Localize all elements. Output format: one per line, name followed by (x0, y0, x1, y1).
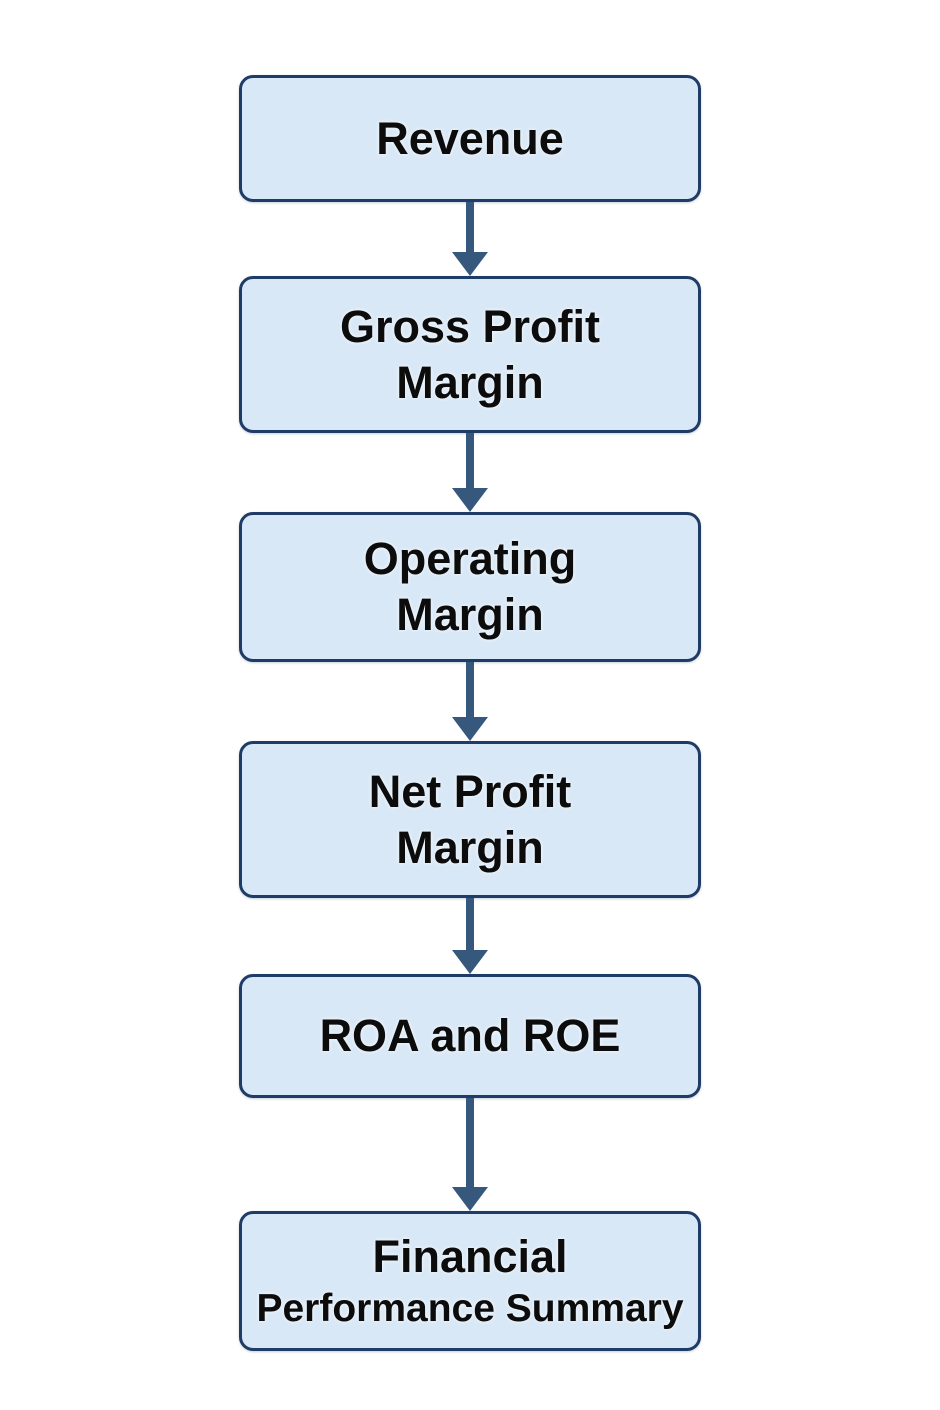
arrow-down-icon (452, 488, 488, 512)
arrow-stem (466, 202, 474, 254)
flow-arrow-5 (450, 1098, 490, 1211)
flow-node-revenue: Revenue (239, 75, 701, 202)
flow-node-operating-margin: Operating Margin (239, 512, 701, 662)
arrow-down-icon (452, 252, 488, 276)
arrow-down-icon (452, 1187, 488, 1211)
node-label: Net Profit (368, 765, 572, 817)
arrow-stem (466, 1098, 474, 1189)
flow-arrow-4 (450, 898, 490, 974)
node-label: Margin (396, 356, 544, 408)
node-label: Operating (363, 533, 577, 585)
arrow-stem (466, 662, 474, 719)
node-label: Gross Profit (339, 300, 601, 352)
arrow-stem (466, 898, 474, 952)
arrow-stem (466, 433, 474, 490)
flow-node-roa-and-roe: ROA and ROE (239, 974, 701, 1098)
node-label: Margin (396, 821, 544, 873)
flow-node-gross-profit-margin: Gross Profit Margin (239, 276, 701, 433)
node-label: Revenue (376, 112, 564, 164)
node-label: Financial (372, 1230, 568, 1282)
flow-node-financial-performance-summary: Financial Performance Summary (239, 1211, 701, 1351)
node-label: Performance Summary (256, 1286, 684, 1330)
flow-arrow-2 (450, 433, 490, 512)
flow-arrow-1 (450, 202, 490, 276)
flowchart-stack: Revenue Gross Profit Margin Operating Ma… (239, 75, 701, 1351)
arrow-down-icon (452, 717, 488, 741)
node-label: ROA and ROE (319, 1010, 621, 1062)
arrow-down-icon (452, 950, 488, 974)
flow-node-net-profit-margin: Net Profit Margin (239, 741, 701, 898)
node-label: Margin (396, 589, 544, 640)
flow-arrow-3 (450, 662, 490, 741)
